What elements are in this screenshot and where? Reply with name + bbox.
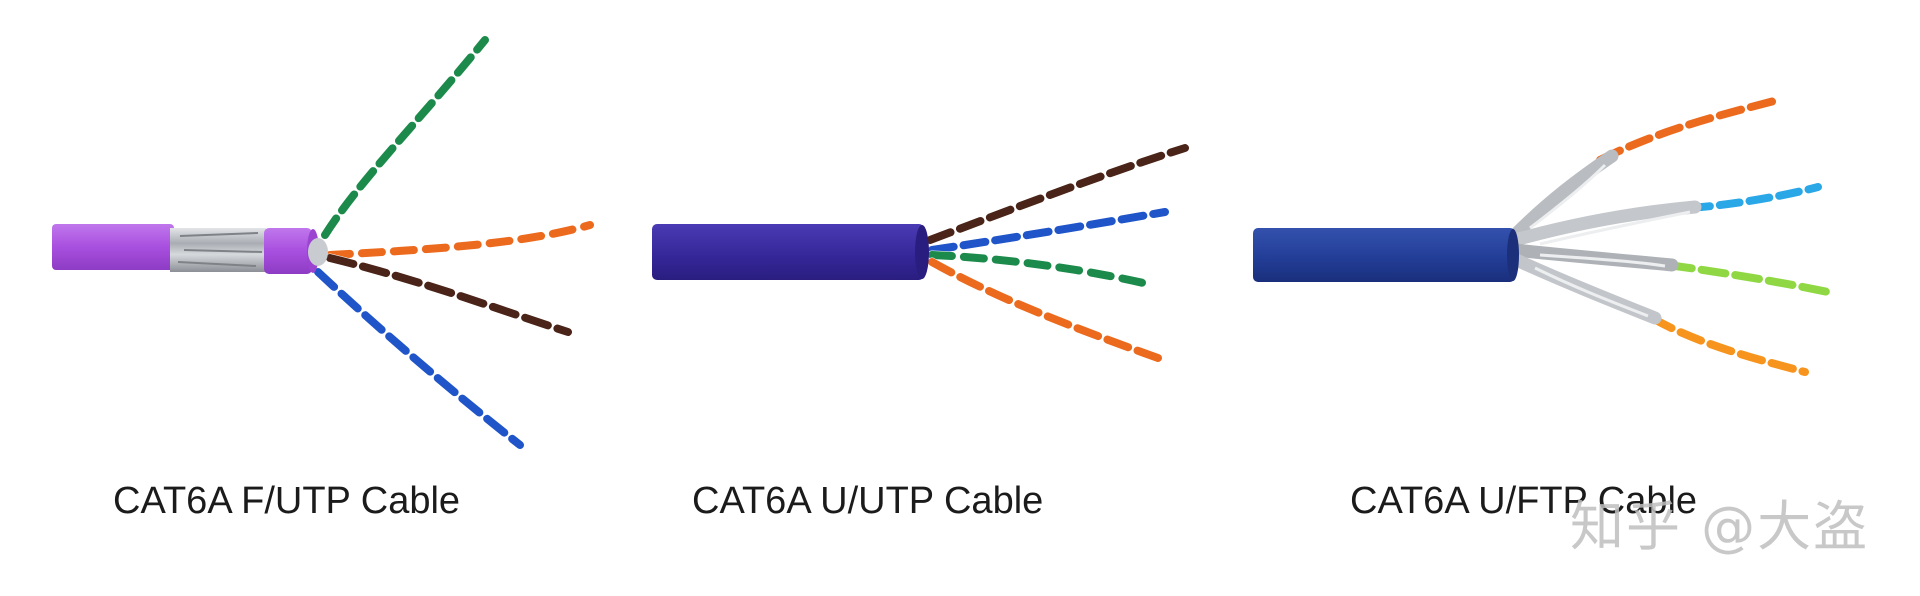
watermark: 知乎 @大盗 — [1570, 495, 1870, 558]
u-utp-cable — [652, 143, 1190, 363]
fu-green-pair — [320, 35, 490, 240]
uu-orange-pair — [927, 257, 1163, 363]
fu-utp-cable — [52, 35, 595, 450]
u-ftp-cable — [1253, 95, 1833, 377]
caption-u-utp: CAT6A U/UTP Cable — [692, 480, 1044, 522]
uu-blue-pair — [927, 207, 1170, 255]
fu-brown-pair — [325, 253, 573, 337]
uu-brown-pair — [925, 143, 1190, 245]
fu-orange-pair — [325, 220, 595, 260]
fu-jacket-end — [264, 228, 312, 274]
uf-foil-pairs — [1505, 149, 1702, 325]
uu-green-pair — [927, 250, 1157, 290]
fu-blue-pair — [313, 267, 525, 450]
uf-lightblue-pair — [1685, 182, 1823, 213]
fu-jacket — [52, 224, 174, 270]
uf-jacket — [1253, 228, 1515, 282]
uf-orange-pair — [1595, 95, 1783, 165]
uf-lightgreen-pair — [1663, 260, 1833, 297]
caption-fu-utp: CAT6A F/UTP Cable — [113, 480, 461, 522]
uu-jacket — [652, 224, 924, 280]
uf-lightorange-pair — [1647, 313, 1810, 377]
caption-u-ftp: CAT6A U/FTP Cable — [1350, 480, 1698, 522]
